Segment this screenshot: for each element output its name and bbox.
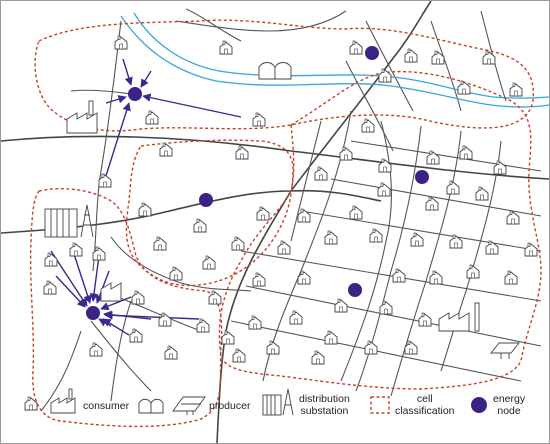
energy-nodes [86,46,429,320]
factory-icon [66,100,480,332]
energy-node-swatch [471,397,487,413]
energy-node [415,170,429,184]
energy-node [86,306,100,320]
river [120,12,549,108]
cell-classification-swatch [370,396,390,414]
greenhouse-icon [258,62,292,80]
substation-icon [262,388,294,416]
legend-consumer-label: consumer [83,400,130,412]
legend-producer-label: producer [209,400,251,412]
legend-distribution-substation-label: distribution substation [299,393,350,417]
legend-cell-classification-label: cell classification [395,393,455,417]
energy-node [199,193,213,207]
legend-energy-node-label: energy node [493,393,526,417]
solar-panel-icon [172,396,206,415]
energy-node [128,87,142,101]
greenhouse-icon [138,398,164,414]
legend [24,388,487,416]
cell-boundaries [29,19,542,428]
solar-panel-icon [490,342,520,359]
factory-icon [50,388,76,414]
energy-node [348,283,362,297]
substation-icon [44,204,94,238]
energy-node [365,46,379,60]
